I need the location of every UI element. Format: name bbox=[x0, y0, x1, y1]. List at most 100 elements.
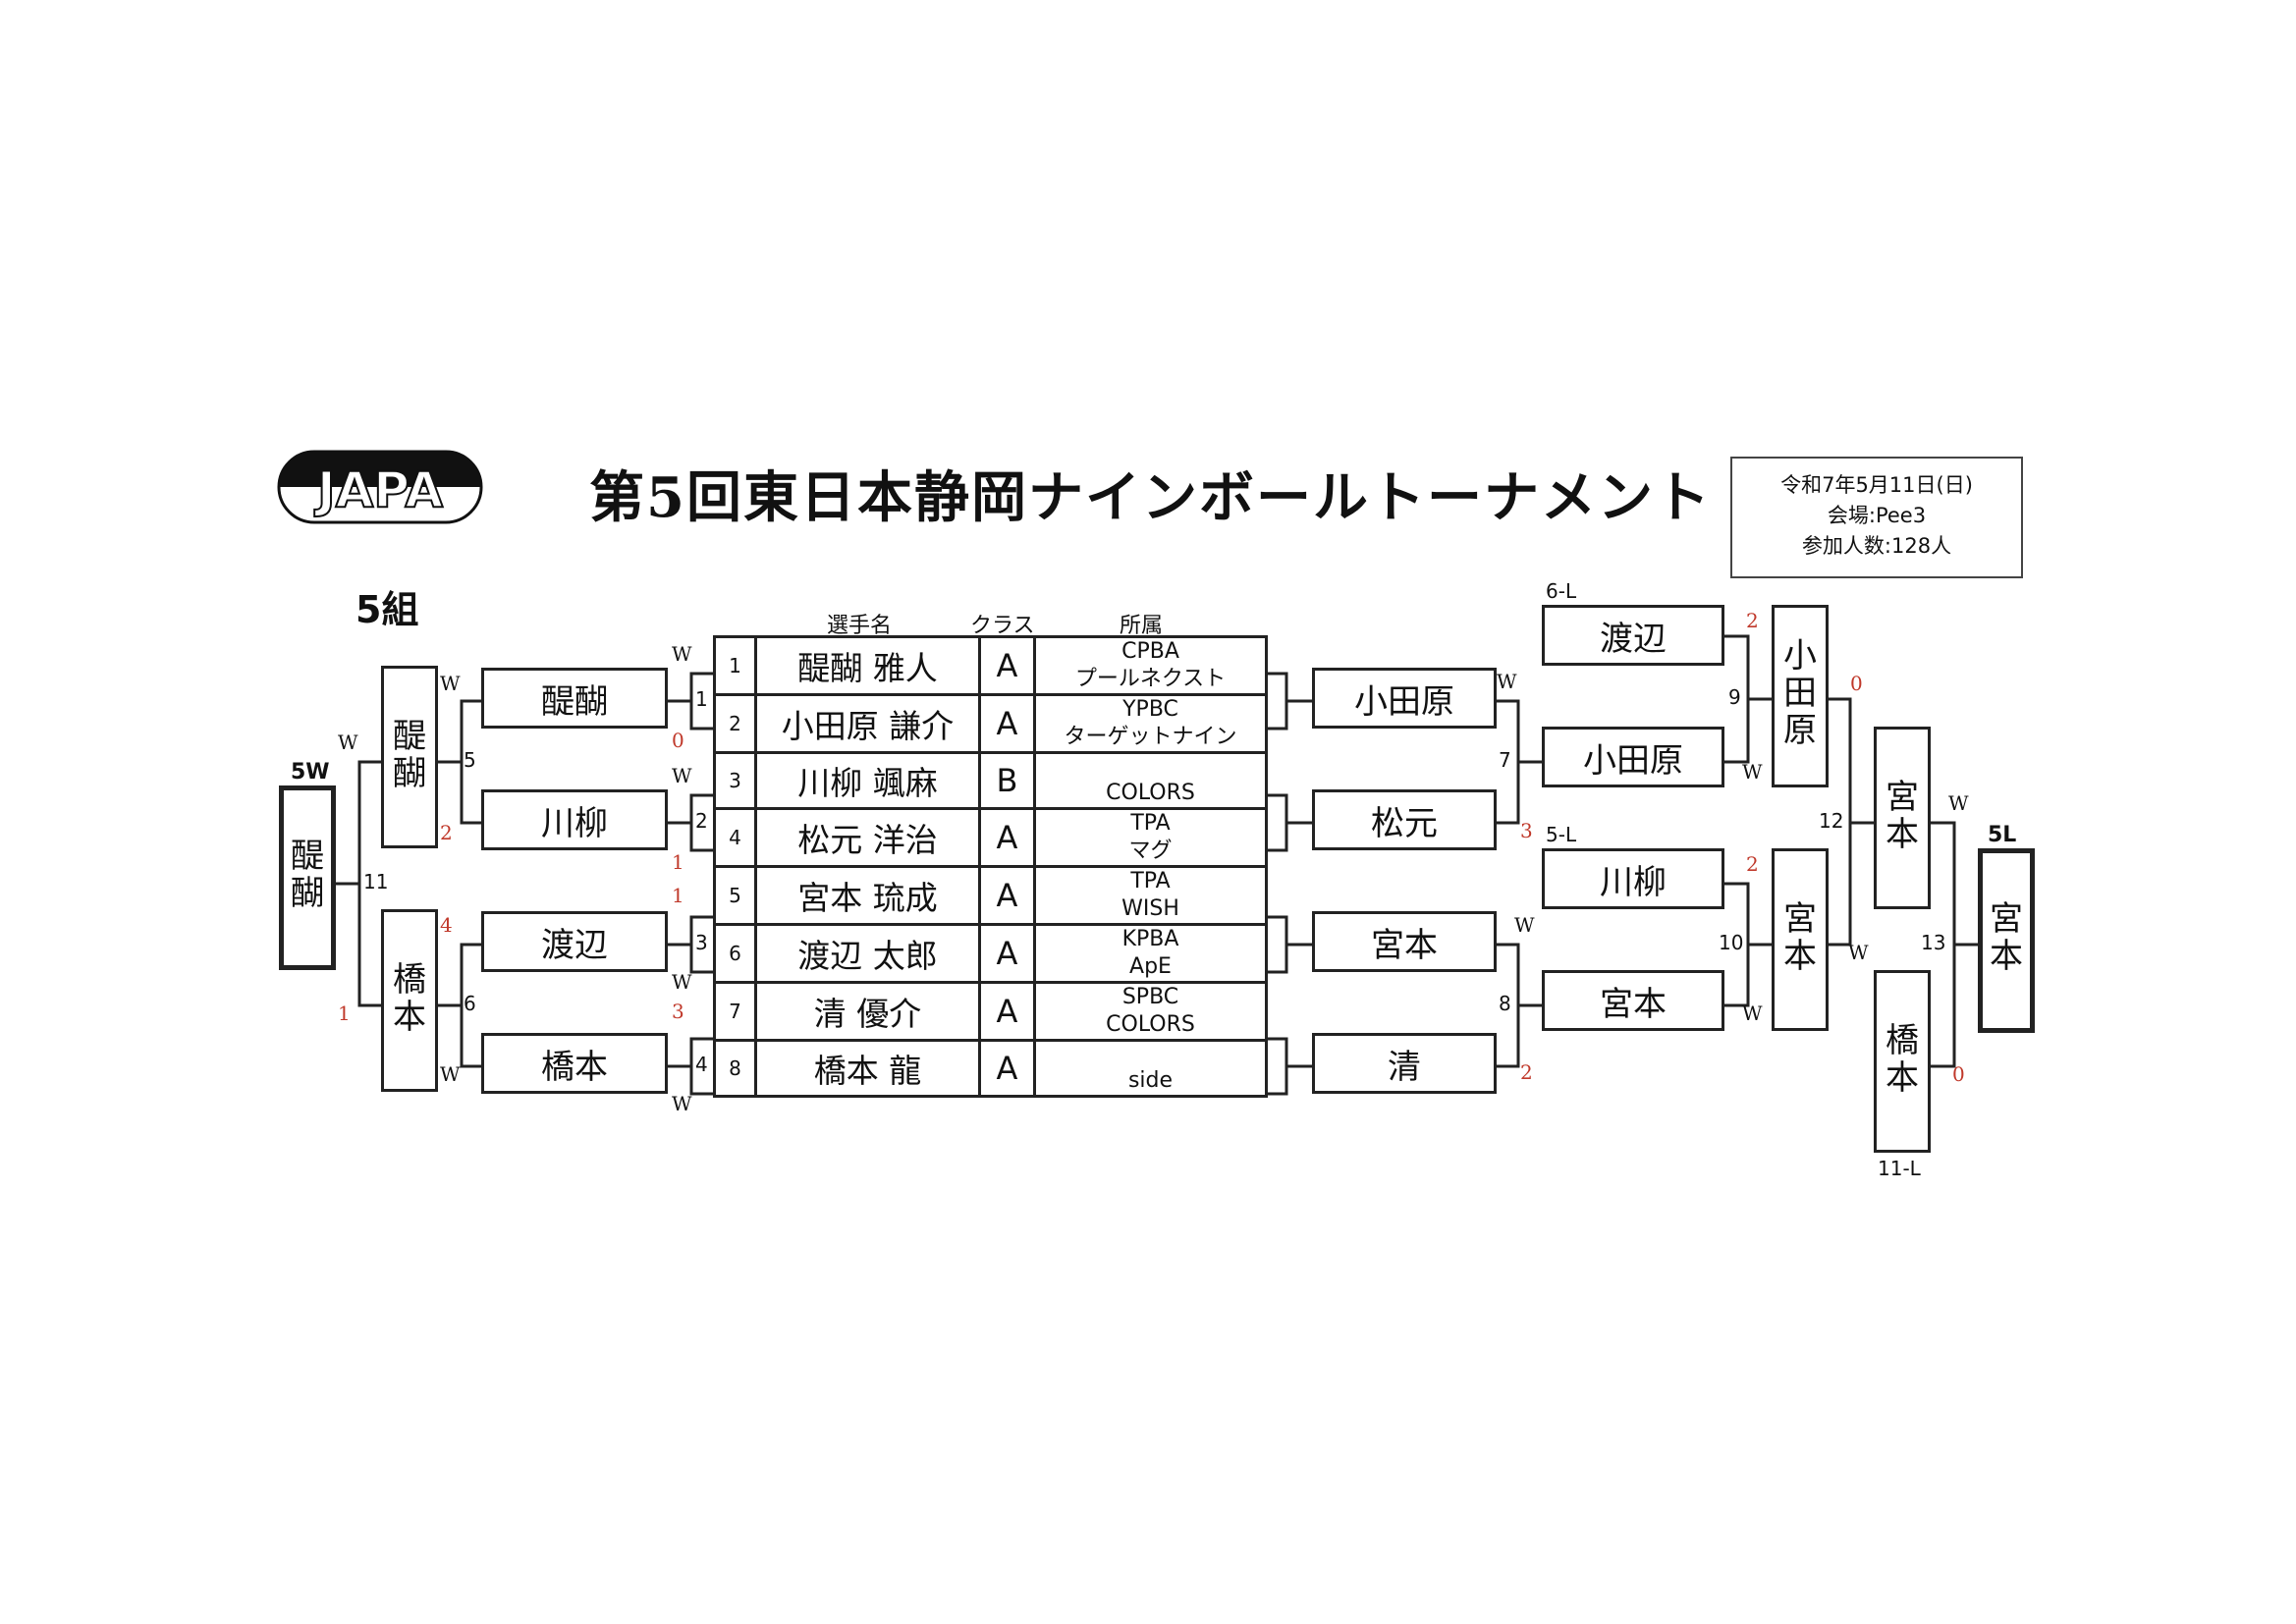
player-class: A bbox=[978, 865, 1036, 926]
left-r1-box-2: 川柳 bbox=[481, 789, 668, 850]
right-r2-box-2: 小田原 bbox=[1542, 727, 1724, 787]
player-class: A bbox=[978, 1039, 1036, 1098]
player-class: A bbox=[978, 923, 1036, 984]
player-number: 1 bbox=[713, 635, 757, 696]
player-number: 5 bbox=[713, 865, 757, 926]
score: 2 bbox=[1746, 609, 1759, 632]
header-player-name: 選手名 bbox=[827, 614, 893, 638]
affiliation-line-2: ApE bbox=[1129, 954, 1172, 979]
match-num: 6 bbox=[464, 992, 476, 1015]
right-final-name: 宮本 bbox=[1990, 899, 2023, 976]
left-r2-box-2: 橋本 bbox=[381, 909, 438, 1092]
event-venue: 会場:Pee3 bbox=[1827, 504, 1927, 527]
match-num: 1 bbox=[695, 687, 708, 711]
right-r4-box-2-name: 橋本 bbox=[1886, 1021, 1919, 1098]
affiliation-line-1: KPBA bbox=[1121, 927, 1179, 951]
win-marker: W bbox=[440, 672, 461, 695]
affiliation-line-2: WISH bbox=[1121, 896, 1179, 921]
player-affiliation: COLORS bbox=[1033, 751, 1268, 810]
event-date: 令和7年5月11日(日) bbox=[1780, 473, 1973, 497]
player-number: 3 bbox=[713, 751, 757, 810]
player-number: 6 bbox=[713, 923, 757, 984]
svg-text:JAPA: JAPA bbox=[314, 461, 443, 518]
win-marker: W bbox=[1742, 1001, 1763, 1025]
right-r3-box-1-name: 小田原 bbox=[1783, 636, 1817, 750]
match-num: 4 bbox=[695, 1053, 708, 1076]
player-name: 川柳 颯麻 bbox=[754, 751, 981, 810]
score: 0 bbox=[1850, 672, 1863, 695]
player-affiliation: side bbox=[1033, 1039, 1268, 1098]
win-marker: W bbox=[1742, 760, 1763, 784]
right-r1-box-2: 松元 bbox=[1312, 789, 1497, 850]
affiliation-line-1: YPBC bbox=[1122, 697, 1178, 722]
match-num: 5 bbox=[464, 748, 476, 772]
left-r2-box-2-name: 橋本 bbox=[393, 960, 426, 1037]
affiliation-line-2: COLORS bbox=[1106, 1012, 1195, 1037]
right-r2-box-4: 宮本 bbox=[1542, 970, 1724, 1031]
affiliation-line-2: プールネクスト bbox=[1074, 667, 1227, 691]
player-number: 4 bbox=[713, 807, 757, 868]
header-class: クラス bbox=[970, 614, 1035, 638]
match-num: 7 bbox=[1499, 748, 1511, 772]
match-num: 13 bbox=[1921, 931, 1946, 954]
right-r1-box-1: 小田原 bbox=[1312, 668, 1497, 729]
player-name: 橋本 龍 bbox=[754, 1039, 981, 1098]
affiliation-line-1: TPA bbox=[1130, 811, 1171, 836]
right-final-box: 宮本 bbox=[1978, 848, 2035, 1033]
win-marker: W bbox=[672, 1092, 692, 1115]
right-r4-box-2: 橋本 bbox=[1874, 970, 1931, 1153]
player-name: 松元 洋治 bbox=[754, 807, 981, 868]
match-num: 12 bbox=[1819, 809, 1844, 833]
score: 1 bbox=[672, 850, 684, 874]
right-r3-box-1: 小田原 bbox=[1772, 605, 1829, 787]
match-num: 2 bbox=[695, 809, 708, 833]
tournament-title: 第5回東日本静岡ナインボールトーナメント bbox=[589, 465, 1712, 530]
left-final-label: 5W bbox=[291, 760, 330, 785]
player-number: 2 bbox=[713, 693, 757, 754]
left-r1-box-4: 橋本 bbox=[481, 1033, 668, 1094]
win-marker: W bbox=[672, 970, 692, 994]
player-class: A bbox=[978, 807, 1036, 868]
player-affiliation: KPBA ApE bbox=[1033, 923, 1268, 984]
affiliation-line-1 bbox=[1036, 1042, 1265, 1067]
win-marker: W bbox=[672, 764, 692, 787]
score: 3 bbox=[672, 1000, 684, 1023]
player-name: 清 優介 bbox=[754, 981, 981, 1042]
player-number: 8 bbox=[713, 1039, 757, 1098]
affiliation-line-1: TPA bbox=[1130, 869, 1171, 893]
match-num: 10 bbox=[1719, 931, 1744, 954]
right-r3-box-2: 宮本 bbox=[1772, 848, 1829, 1031]
event-info-box: 令和7年5月11日(日) 会場:Pee3 参加人数:128人 bbox=[1730, 457, 2023, 578]
win-marker: W bbox=[1497, 670, 1517, 693]
left-final-name: 醍醐 bbox=[291, 837, 324, 913]
win-marker: W bbox=[1514, 913, 1535, 937]
player-name: 醍醐 雅人 bbox=[754, 635, 981, 696]
score: 2 bbox=[440, 821, 453, 844]
player-affiliation: TPA WISH bbox=[1033, 865, 1268, 926]
score: 0 bbox=[1952, 1062, 1965, 1086]
right-r1-box-4: 清 bbox=[1312, 1033, 1497, 1094]
win-marker: W bbox=[1948, 791, 1969, 815]
event-participants: 参加人数:128人 bbox=[1801, 534, 1952, 558]
right-r4-label: 11-L bbox=[1878, 1157, 1921, 1180]
score: 1 bbox=[338, 1001, 351, 1025]
right-r2-box-3: 川柳 bbox=[1542, 848, 1724, 909]
left-r1-box-3: 渡辺 bbox=[481, 911, 668, 972]
player-class: A bbox=[978, 635, 1036, 696]
header-affiliation: 所属 bbox=[1120, 614, 1164, 638]
player-affiliation: YPBC ターゲットナイン bbox=[1033, 693, 1268, 754]
left-r1-box-1: 醍醐 bbox=[481, 668, 668, 729]
right-r1-box-3: 宮本 bbox=[1312, 911, 1497, 972]
score: 0 bbox=[672, 729, 684, 752]
player-class: A bbox=[978, 981, 1036, 1042]
affiliation-line-2: ターゲットナイン bbox=[1064, 725, 1237, 749]
score: 2 bbox=[1520, 1060, 1533, 1084]
player-class: A bbox=[978, 693, 1036, 754]
